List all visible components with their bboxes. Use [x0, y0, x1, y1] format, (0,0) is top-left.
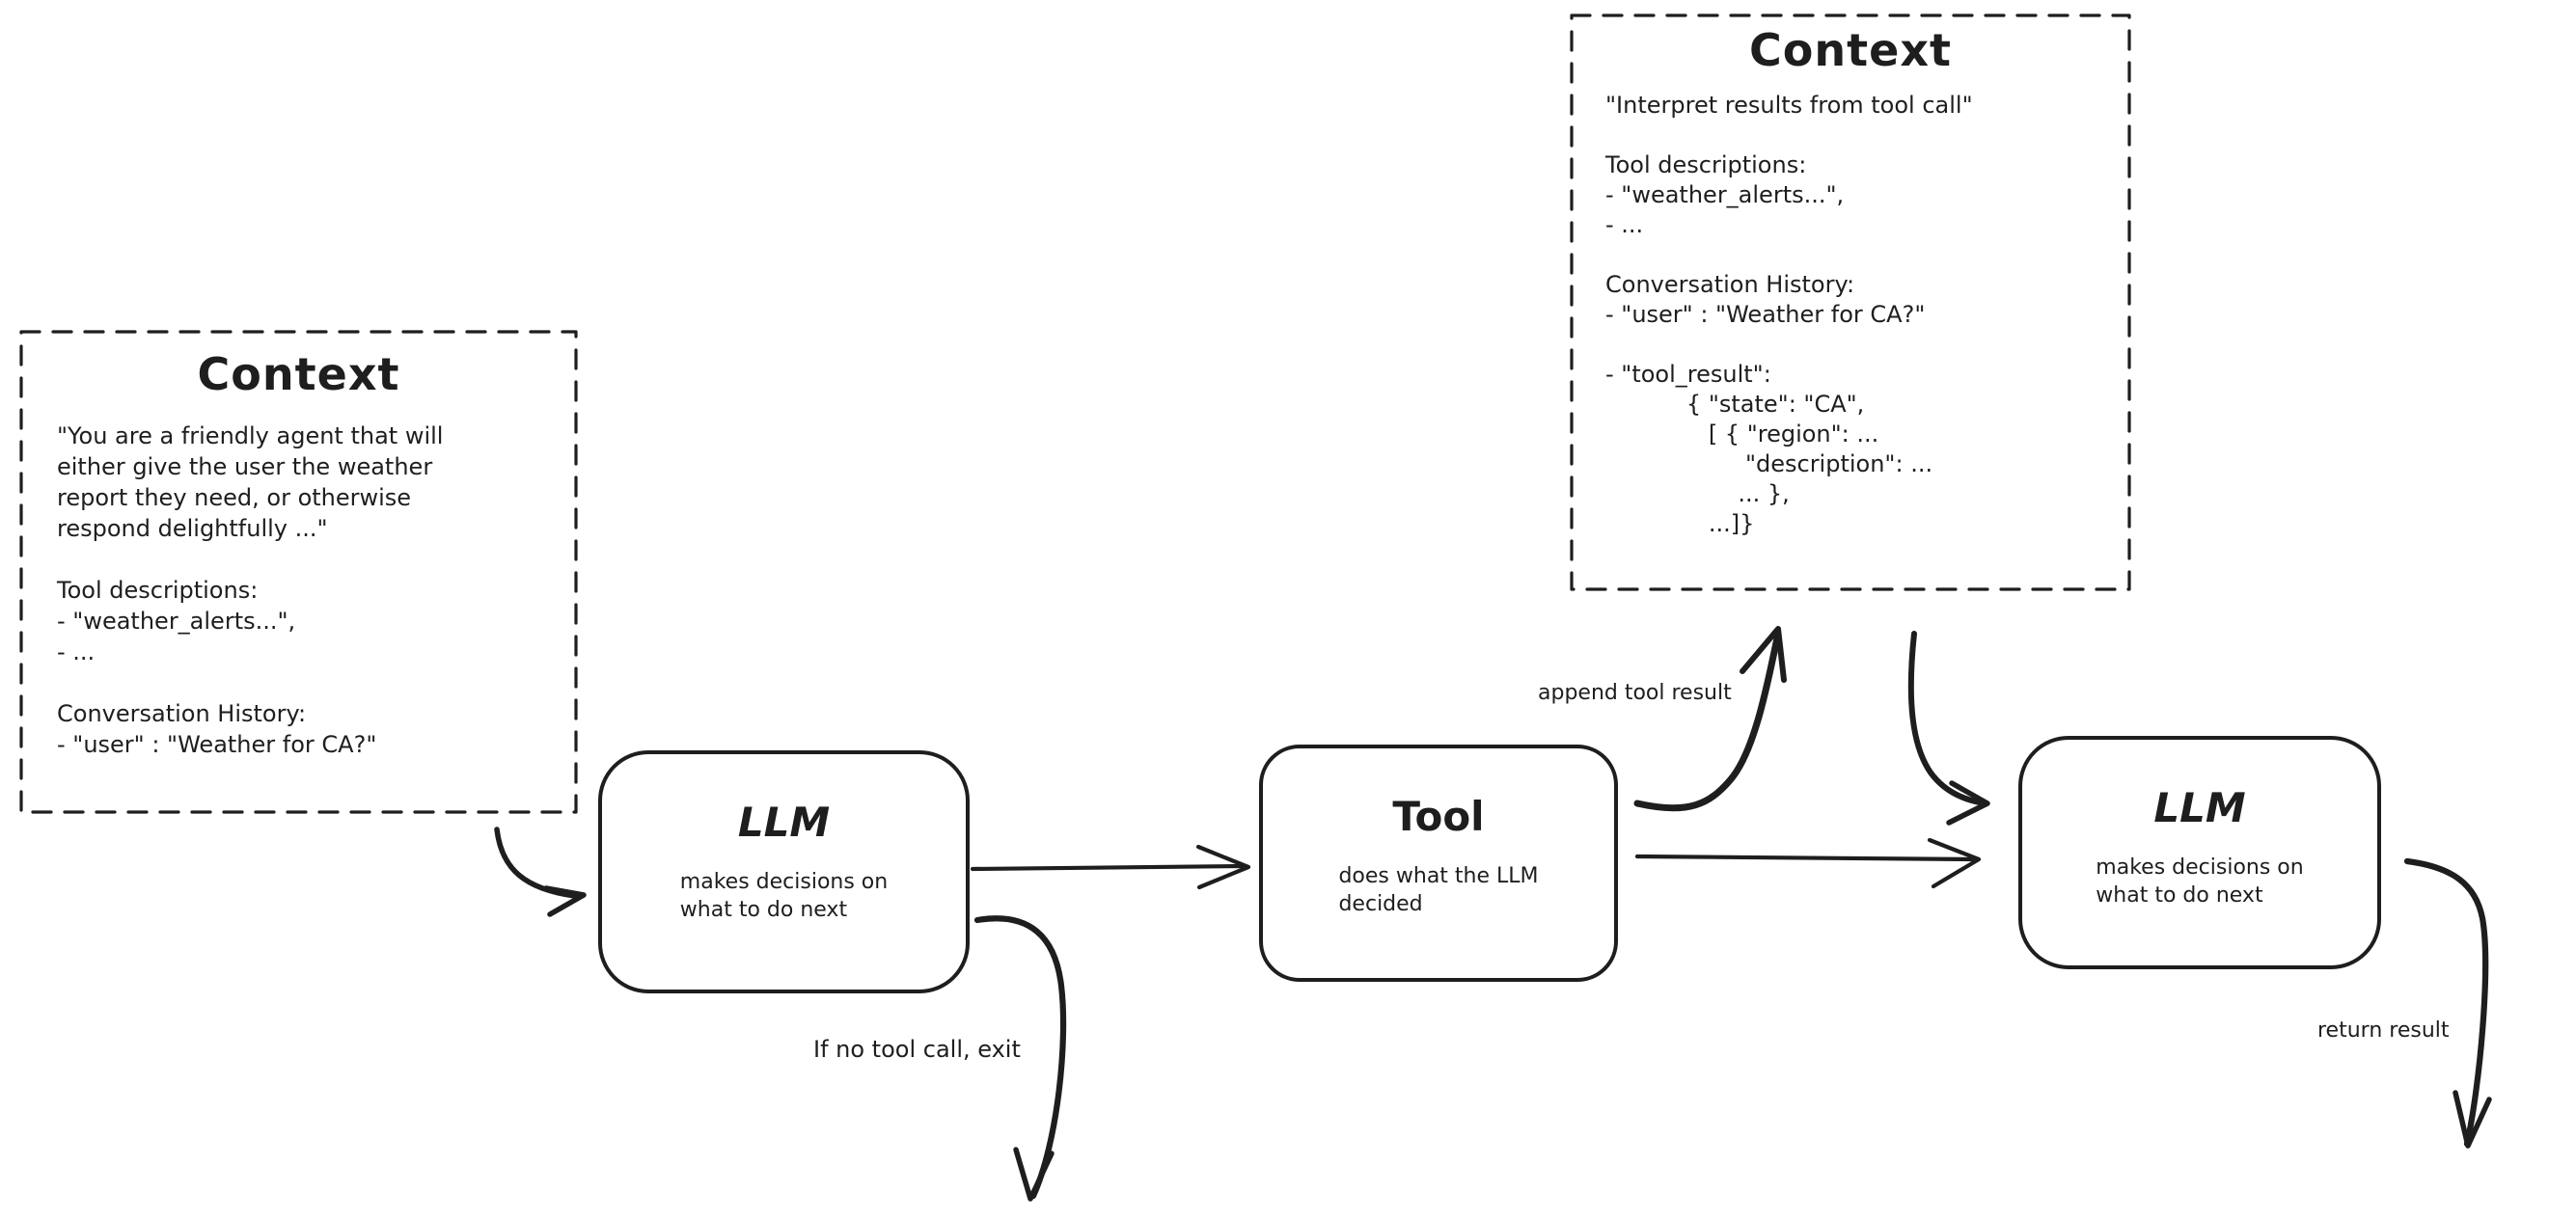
top-context-box: Context "Interpret results from tool cal…	[1571, 14, 2130, 590]
left-context-title: Context	[197, 348, 400, 400]
tool-subtitle: does what the LLM decided	[1338, 864, 1539, 917]
arrow-head	[1927, 837, 1982, 889]
llm2-node: LLM makes decisions on what to do next	[2018, 736, 2381, 969]
label-append-tool-result: append tool result	[1538, 681, 1732, 705]
llm1-subtitle: makes decisions on what to do next	[679, 870, 889, 923]
label-return-result: return result	[2317, 1018, 2450, 1043]
tool-node: Tool does what the LLM decided	[1259, 745, 1618, 982]
arrow-tool-to-llm2	[1634, 837, 1982, 889]
arrow-tool-to-context2	[1633, 626, 1787, 812]
arrow-shaft	[1907, 631, 1983, 805]
arrow-head	[543, 885, 587, 917]
arrow-shaft	[2403, 857, 2489, 1148]
llm1-node: LLM makes decisions on what to do next	[598, 750, 970, 993]
arrow-head	[1946, 780, 1990, 826]
arrow-shaft	[1633, 630, 1782, 812]
top-context-title: Context	[1749, 24, 1952, 76]
arrow-shaft	[970, 863, 1246, 872]
arrow-head	[1013, 1147, 1055, 1202]
arrow-context2-to-llm2	[1907, 631, 1990, 826]
top-context-body: "Interpret results from tool call" Tool …	[1605, 91, 1973, 537]
llm1-title: LLM	[737, 799, 831, 846]
arrow-head	[2453, 1090, 2492, 1149]
arrow-llm1-to-tool	[970, 844, 1251, 890]
arrow-llm2-return	[2403, 857, 2492, 1149]
tool-title: Tool	[1392, 793, 1485, 840]
arrow-head	[1195, 844, 1251, 890]
llm2-subtitle: makes decisions on what to do next	[2096, 855, 2304, 909]
left-context-body: "You are a friendly agent that will eith…	[57, 421, 444, 758]
label-if-no-tool-call-exit: If no tool call, exit	[813, 1036, 1021, 1063]
arrow-context1-to-llm1	[494, 827, 587, 917]
arrow-shaft	[494, 827, 578, 899]
arrow-shaft	[1634, 854, 1975, 862]
llm2-title: LLM	[2153, 784, 2246, 831]
left-context-box: Context "You are a friendly agent that w…	[20, 331, 577, 813]
arrow-head	[1740, 626, 1787, 683]
